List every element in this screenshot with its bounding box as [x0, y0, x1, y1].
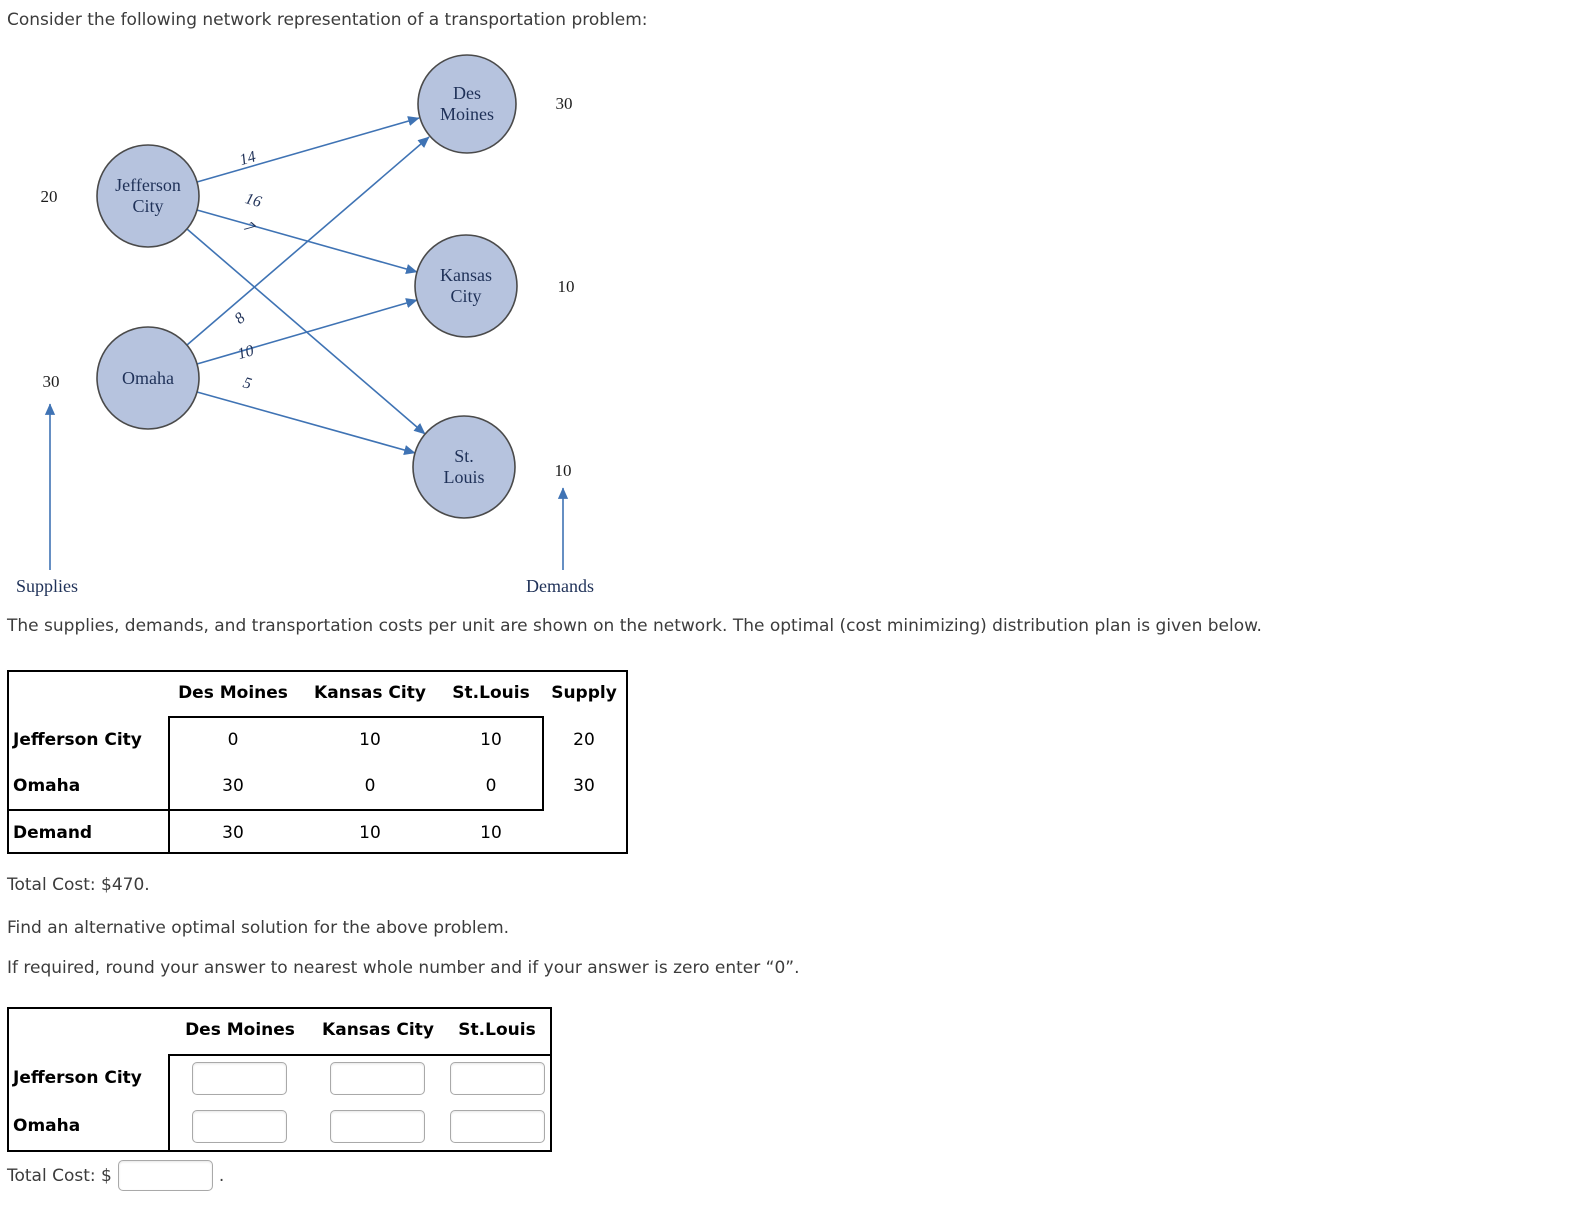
input-omaha-kansas-city[interactable]	[330, 1110, 425, 1143]
col-header-des-moines: Des Moines	[185, 1020, 295, 1040]
col-header-kansas-city: Kansas City	[314, 683, 426, 703]
edge-omaha-kansascity	[196, 298, 418, 365]
table-line	[168, 716, 170, 852]
demand-value: 30	[556, 94, 573, 113]
optimal-plan-table: Des Moines Kansas City St.Louis Supply J…	[7, 670, 628, 854]
row-label-jefferson-city: Jefferson City	[13, 1068, 142, 1088]
demand-value: 10	[555, 461, 572, 480]
node-label: Des	[453, 83, 481, 103]
supplies-caption: Supplies	[16, 576, 78, 596]
node-label: Louis	[443, 467, 484, 487]
edge-jefferson-desmoines	[196, 116, 420, 183]
plan-value: 10	[480, 730, 502, 750]
edge-cost-label: 14	[238, 148, 258, 169]
total-cost-row: Total Cost: $ .	[7, 1160, 224, 1191]
problem-statement: Consider the following network represent…	[7, 10, 648, 30]
row-label-omaha: Omaha	[13, 1116, 81, 1136]
edge-omaha-stlouis	[196, 391, 416, 455]
plan-value: 0	[485, 776, 497, 796]
demand-cell: 10	[359, 823, 381, 843]
col-header-des-moines: Des Moines	[178, 683, 288, 703]
table-line	[168, 1054, 550, 1056]
node-label: Omaha	[122, 368, 174, 388]
plan-value: 10	[359, 730, 381, 750]
input-jefferson-st-louis[interactable]	[450, 1062, 545, 1095]
total-cost-input[interactable]	[117, 1160, 213, 1191]
node-label: City	[450, 286, 481, 306]
plan-value: 0	[227, 730, 239, 750]
table-line	[542, 716, 544, 810]
node-label: St.	[454, 446, 474, 466]
supply-value: 20	[41, 187, 58, 206]
rounding-instruction-text: If required, round your answer to neares…	[7, 958, 800, 978]
node-des-moines	[417, 54, 517, 154]
edge-cost-label: 16	[243, 190, 263, 211]
input-omaha-des-moines[interactable]	[192, 1110, 287, 1143]
node-kansas-city	[414, 234, 518, 338]
supply-value: 30	[43, 372, 60, 391]
demand-cell: 30	[222, 823, 244, 843]
find-alternative-text: Find an alternative optimal solution for…	[7, 918, 510, 938]
node-label: Moines	[440, 104, 494, 124]
col-header-kansas-city: Kansas City	[322, 1020, 434, 1040]
supply-cell: 30	[573, 776, 595, 796]
edge-cost-label: 10	[236, 342, 256, 363]
col-header-supply: Supply	[551, 683, 617, 703]
answer-table: Des Moines Kansas City St.Louis Jefferso…	[7, 1007, 552, 1152]
plan-value: 0	[364, 776, 376, 796]
node-label: Jefferson	[115, 175, 181, 195]
total-cost-text: Total Cost: $470.	[7, 875, 150, 895]
edge-cost-label: 8	[231, 310, 248, 328]
node-label: Kansas	[440, 265, 492, 285]
edge-cost-label: 5	[241, 374, 253, 393]
col-header-st-louis: St.Louis	[458, 1020, 536, 1040]
demand-value: 10	[558, 277, 575, 296]
network-diagram: Jefferson City Omaha Des Moines Kansas C…	[16, 54, 594, 596]
row-label-omaha: Omaha	[13, 776, 81, 796]
node-label: City	[132, 196, 163, 216]
input-jefferson-kansas-city[interactable]	[330, 1062, 425, 1095]
table-line	[168, 1054, 170, 1150]
col-header-st-louis: St.Louis	[452, 683, 530, 703]
input-jefferson-des-moines[interactable]	[192, 1062, 287, 1095]
row-label-jefferson-city: Jefferson City	[13, 730, 142, 750]
edge-cost-label: 7	[240, 219, 258, 238]
node-omaha	[96, 326, 200, 430]
edge-omaha-desmoines	[186, 136, 430, 346]
total-cost-suffix: .	[218, 1165, 225, 1186]
node-jefferson-city	[96, 144, 200, 248]
table-line	[9, 809, 544, 811]
row-label-demand: Demand	[13, 823, 93, 843]
node-st-louis	[412, 415, 516, 519]
total-cost-label: Total Cost: $	[7, 1165, 112, 1186]
supply-cell: 20	[573, 730, 595, 750]
demand-cell: 10	[480, 823, 502, 843]
description-text: The supplies, demands, and transportatio…	[7, 616, 1262, 636]
plan-value: 30	[222, 776, 244, 796]
input-omaha-st-louis[interactable]	[450, 1110, 545, 1143]
demands-caption: Demands	[526, 576, 594, 596]
table-line	[168, 716, 542, 718]
